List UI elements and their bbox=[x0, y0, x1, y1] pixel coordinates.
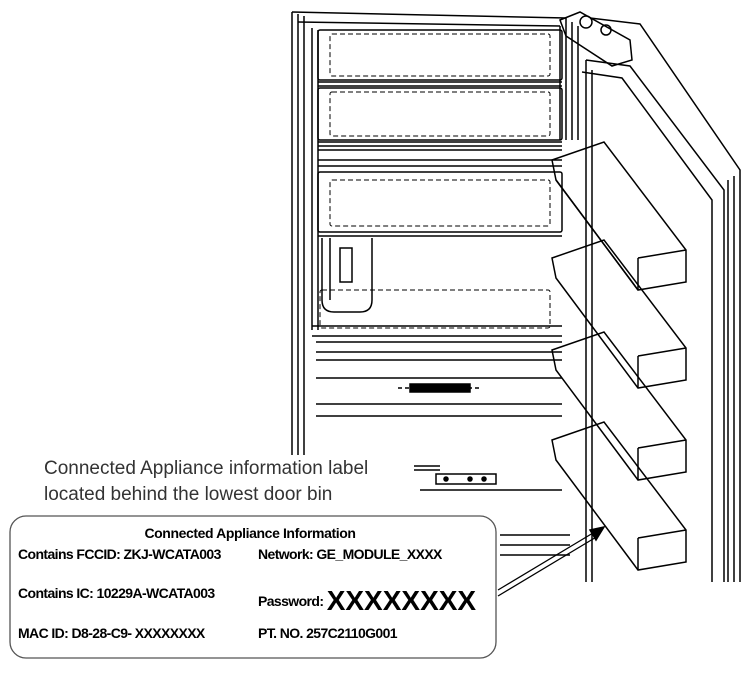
info-label-box bbox=[9, 515, 497, 659]
door-bin-1 bbox=[551, 141, 687, 291]
part-number-text: PT. NO. 257C2110G001 bbox=[258, 625, 398, 641]
lower-shelf bbox=[312, 289, 570, 556]
open-door bbox=[581, 17, 741, 582]
password-label: Password: bbox=[258, 593, 327, 609]
water-dispenser bbox=[321, 238, 373, 313]
password-value: XXXXXXXX bbox=[326, 585, 477, 616]
network-text: Network: GE_MODULE_XXXX bbox=[258, 546, 442, 562]
caption-line-2: located behind the lowest door bin bbox=[44, 484, 333, 505]
caption-leader-line bbox=[414, 465, 440, 471]
fccid-text: Contains FCCID: ZKJ-WCATA003 bbox=[18, 546, 221, 562]
label-title: Connected Appliance Information bbox=[144, 525, 356, 541]
ic-text: Contains IC: 10229A-WCATA003 bbox=[18, 585, 215, 601]
middle-crisper bbox=[317, 87, 563, 167]
door-bin-4-lowest bbox=[551, 421, 687, 571]
door-bin-3 bbox=[551, 331, 687, 481]
lower-crisper bbox=[317, 171, 563, 237]
top-crisper bbox=[317, 29, 563, 87]
label-pointer-arrow bbox=[497, 525, 606, 597]
door-hinge bbox=[559, 11, 633, 67]
caption-line-1: Connected Appliance information label bbox=[44, 458, 369, 479]
door-bin-2 bbox=[551, 239, 687, 389]
password-field: Password: XXXXXXXX bbox=[258, 585, 476, 617]
mac-id-text: MAC ID: D8-28-C9- XXXXXXXX bbox=[18, 625, 205, 641]
